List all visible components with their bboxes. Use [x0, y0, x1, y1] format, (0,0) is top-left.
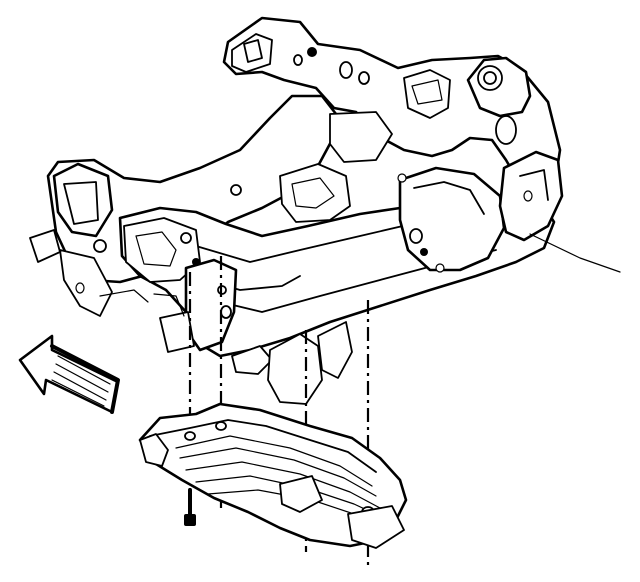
bolt-icon	[184, 488, 196, 526]
vehicle-frame-drawing	[29, 16, 621, 405]
skid-plate-drawing	[138, 402, 408, 549]
forward-arrow-icon	[18, 334, 120, 414]
